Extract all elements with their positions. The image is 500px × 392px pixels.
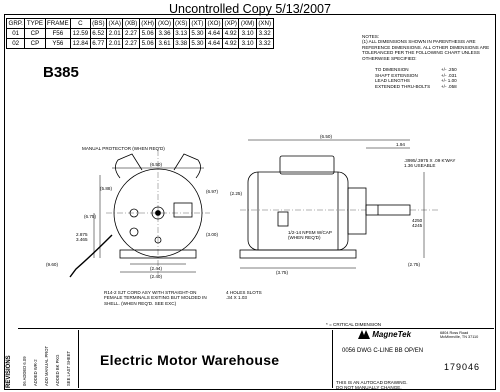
company-name: Electric Motor Warehouse <box>100 352 280 368</box>
tolerance-item: TO DIMENSION <box>375 67 409 72</box>
tolerance-row: TO DIMENSION +/- .250 <box>375 67 457 73</box>
revision-line: ADDED BK PKG <box>55 354 60 386</box>
tolerance-row: EXTENDED THRU-BOLTS +/- .058 <box>375 84 457 90</box>
dimension-cell: 2.27 <box>122 38 140 49</box>
magnetek-logo-icon <box>358 330 370 340</box>
revision-line: ADD MANUAL PROT <box>44 345 49 386</box>
side-view-capacitor <box>279 155 335 175</box>
label-keyway: .3995/.3975 X .09 K'WAY 1.36 USEABLE <box>404 158 456 169</box>
label-2-25: (2.25) <box>230 191 243 196</box>
magnetek-block <box>332 330 495 388</box>
label-6-50-side: (6.50) <box>320 134 333 139</box>
label-critical-dimension: * = CRITICAL DIMENSION <box>326 322 382 327</box>
brand-name: MagneTek <box>372 330 412 339</box>
tolerance-item: LEAD LENGTHS <box>375 78 410 84</box>
side-view-endbell <box>347 187 367 235</box>
tolerance-value: +/- .031 <box>441 72 457 78</box>
dimension-cell: 3.32 <box>255 38 274 49</box>
part-number: 179046 <box>444 362 481 372</box>
side-view-base <box>239 249 357 259</box>
label-npsm: 1/2-14 NPSM W/CAP (WHEN REQ'D) <box>288 230 332 241</box>
revision-line: SEE LAST SHEET <box>66 350 71 386</box>
revision-list: 06 ADDED 6.09 ADDED WR-2 ADD MANUAL PROT AD… <box>18 330 79 388</box>
dimension-cell: 3.10 <box>238 38 257 49</box>
dimension-cell: 02 <box>5 38 26 49</box>
dimension-cell: 12.84 <box>70 38 91 49</box>
label-2-75: (2.75) <box>408 262 421 267</box>
conduit-box <box>277 211 289 227</box>
label-manual-protector: MANUAL PROTECTOR (WHEN REQ'D) <box>82 146 165 151</box>
uncontrolled-copy-watermark: Uncontrolled Copy 5/13/2007 <box>169 2 331 16</box>
label-2-44: (2.44) <box>150 266 163 271</box>
tolerance-value: +/- 1.00 <box>441 78 457 84</box>
end-view-ear-right <box>173 153 201 179</box>
dimension-cell: CP <box>24 38 46 49</box>
label-cord: R14-2 SJT CORD ASY WITH STRAIGHT-ON FEMA… <box>104 290 207 306</box>
label-2-875: 2.875 3.465 <box>76 232 88 243</box>
dimension-cell: 3.38 <box>172 38 190 49</box>
label-4250: 4250 4245 <box>412 218 423 229</box>
label-3-75: (3.75) <box>276 270 289 275</box>
label-slots: 4 HOLES SLOTS .34 X 1.03 <box>226 290 262 301</box>
magnetek-logo: MagneTek <box>358 330 412 340</box>
tolerance-row: SHAFT EXTENSION +/- .031 <box>375 73 457 79</box>
side-view-shaft <box>365 204 411 216</box>
model-number: B385 <box>43 64 79 81</box>
revisions-label: REVISIONS <box>6 355 12 388</box>
tolerance-value: +/- .058 <box>441 83 457 89</box>
label-1-94: 1.94 <box>396 142 405 147</box>
autocad-note: THIS IS AN AUTOCAD DRAWING. DO NOT MANUA… <box>336 380 408 391</box>
company-address: 6804 Ross Road McMinnville, TN 37110 <box>440 331 479 340</box>
tolerance-row: LEAD LENGTHS +/- 1.00 <box>375 78 457 84</box>
label-2-40: (2.40) <box>150 274 163 279</box>
label-9-60: (9.60) <box>46 262 59 267</box>
label-6-50-top: (6.50) <box>150 162 163 167</box>
revision-line: 06 ADDED 6.09 <box>22 356 27 386</box>
end-view-ear-left <box>115 153 143 179</box>
revision-line: ADDED WR-2 <box>33 359 38 386</box>
notes-heading: NOTES: <box>362 34 380 39</box>
label-6-97: (6.97) <box>206 189 219 194</box>
tolerance-value: +/- .250 <box>441 67 457 72</box>
label-3-00: (3.00) <box>206 232 219 237</box>
notes-text: (1) ALL DIMENSIONS SHOWN IN PARENTHESIS … <box>362 39 490 61</box>
power-cord <box>69 234 113 278</box>
title-block-border <box>18 328 494 389</box>
label-5-88: (5.88) <box>100 186 113 191</box>
drawing-frame <box>4 14 496 390</box>
tolerance-item: SHAFT EXTENSION <box>375 72 418 78</box>
tolerance-item: EXTENDED THRU-BOLTS <box>375 83 431 89</box>
label-6-75: (6.75) <box>84 214 97 219</box>
notes-block: NOTES: (1) ALL DIMENSIONS SHOWN IN PAREN… <box>362 34 490 61</box>
manual-protector <box>173 202 193 218</box>
drawing-title: 0056 DWG C-LINE BB OP/EN <box>342 348 424 354</box>
